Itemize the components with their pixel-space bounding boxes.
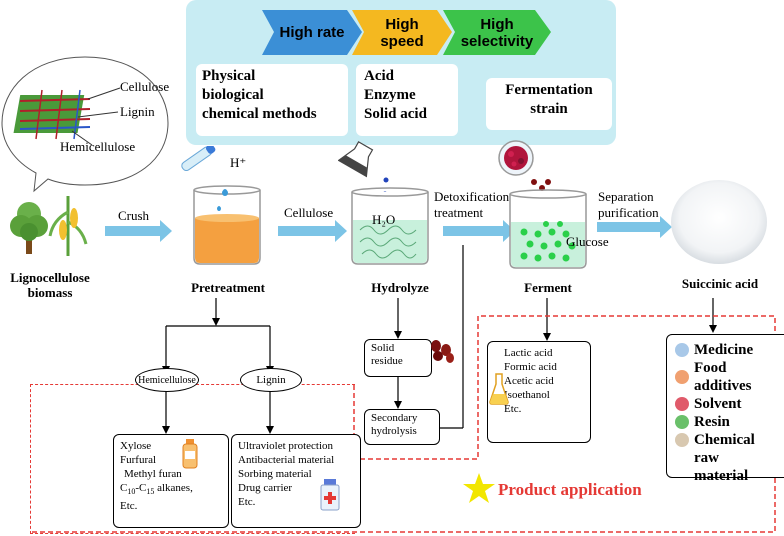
alkane-mid: -C <box>135 482 147 494</box>
lignin-product-item: Drug carrier <box>238 482 293 494</box>
residue-pieces-icon <box>431 340 454 363</box>
product-application-label: Product application <box>498 480 642 499</box>
alkane-sub1: 10 <box>127 487 136 497</box>
succinic-acid-powder-icon <box>671 180 767 264</box>
chevron-label: High speed <box>380 15 424 50</box>
flow-h-plus-label: H⁺ <box>230 155 247 170</box>
bottle-icon <box>182 439 198 469</box>
method-acid: Acid Enzyme Solid acid <box>356 64 458 136</box>
chevron-label: High selectivity <box>460 15 534 50</box>
branch-lignin: Lignin <box>240 368 302 392</box>
structure-bubble <box>1 56 169 193</box>
secondary-hydrolysis-box: Secondary hydrolysis <box>364 409 440 445</box>
flow-glucose-label: Glucose <box>566 234 609 249</box>
lignin-product-item: Etc. <box>238 496 256 508</box>
ferment-beaker-icon <box>498 140 587 269</box>
tree-corn-icon <box>10 196 88 256</box>
flow-cellulose-label: Cellulose <box>284 205 334 220</box>
hemicellulose-product-alkanes: C10-C15 alkanes, <box>120 481 222 499</box>
food-icon <box>675 370 689 384</box>
ferment-product-item: Isoethanol <box>504 389 550 401</box>
application-medicine: Medicine <box>675 341 783 359</box>
application-chemical-raw-material: Chemical raw material <box>675 431 783 485</box>
stage-succinic-acid: Suiccinic acid <box>681 276 759 291</box>
hemicellulose-product-etc: Etc. <box>120 500 138 513</box>
flow-h2o-label: H₂O <box>372 212 396 227</box>
lignin-product-item: Ultraviolet protection <box>238 440 333 452</box>
method-fermentation: Fermentation strain <box>486 78 612 130</box>
hemicellulose-product-item: Furfural <box>120 454 157 466</box>
application-label: Resin <box>694 414 730 430</box>
application-label: Medicine <box>694 342 754 358</box>
flow-detox-label: Detoxification treatment <box>434 189 510 220</box>
stage-biomass: Lignocellulose biomass <box>10 270 90 300</box>
stage-pretreatment: Pretreatment <box>191 280 265 295</box>
ferment-product-item: Acetic acid <box>504 375 554 387</box>
flask-icon <box>489 373 509 405</box>
hydrolyze-beaker-icon <box>338 141 429 265</box>
application-label: Solvent <box>694 396 742 412</box>
star-icon <box>463 473 495 503</box>
bubble-lignin-label: Lignin <box>120 104 155 119</box>
method-physical: Physical biological chemical methods <box>196 64 348 136</box>
lignin-product-item: Antibacterial material <box>238 454 335 466</box>
alkane-end: alkanes, <box>154 482 193 494</box>
application-solvent: Solvent <box>675 395 783 413</box>
chemical-icon <box>675 433 689 447</box>
application-food-additives: Food additives <box>675 359 783 395</box>
chevron-label: High rate <box>279 24 345 41</box>
hemicellulose-product-item: Xylose <box>120 440 152 452</box>
application-label: Food additives <box>694 360 752 394</box>
branch-hemicellulose-label: Hemicellulose <box>138 374 196 386</box>
pretreatment-beaker-icon <box>181 146 261 265</box>
flow-separation-label: Separation purification <box>598 189 659 220</box>
flow-crush-label: Crush <box>118 208 150 223</box>
ferment-product-item: Formic acid <box>504 361 557 373</box>
hemicellulose-products-box: Xylose Furfural Methyl furan C10-C15 alk… <box>113 434 229 528</box>
application-resin: Resin <box>675 413 783 431</box>
alkane-sub2: 15 <box>146 487 155 497</box>
solid-residue-box: Solid residue <box>364 339 432 377</box>
hemicellulose-product-item: Methyl furan <box>124 468 182 480</box>
succinic-applications-box: Medicine Food additives Solvent Resin Ch… <box>666 334 784 484</box>
branch-hemicellulose: Hemicellulose <box>135 368 199 392</box>
lignin-products-box: Ultraviolet protection Antibacterial mat… <box>231 434 361 528</box>
chevron-high-speed: High speed <box>352 10 452 55</box>
resin-icon <box>675 415 689 429</box>
chevron-high-selectivity: High selectivity <box>443 10 551 55</box>
bubble-cellulose-label: Cellulose <box>120 79 170 94</box>
bubble-hemicellulose-label: Hemicellulose <box>60 139 136 154</box>
branch-lignin-label: Lignin <box>256 374 286 386</box>
lignin-product-item: Sorbing material <box>238 468 312 480</box>
medicine-icon <box>675 343 689 357</box>
stage-hydrolyze: Hydrolyze <box>371 280 429 295</box>
chevron-high-rate: High rate <box>262 10 362 55</box>
medicine-bottle-icon <box>320 479 340 511</box>
application-label: Chemical raw material <box>694 432 755 484</box>
ferment-product-item: Etc. <box>504 403 522 415</box>
alkane-c: C <box>120 482 128 494</box>
solvent-flask-icon <box>675 397 689 411</box>
stage-ferment: Ferment <box>524 280 572 295</box>
ferment-product-item: Lactic acid <box>504 347 553 359</box>
